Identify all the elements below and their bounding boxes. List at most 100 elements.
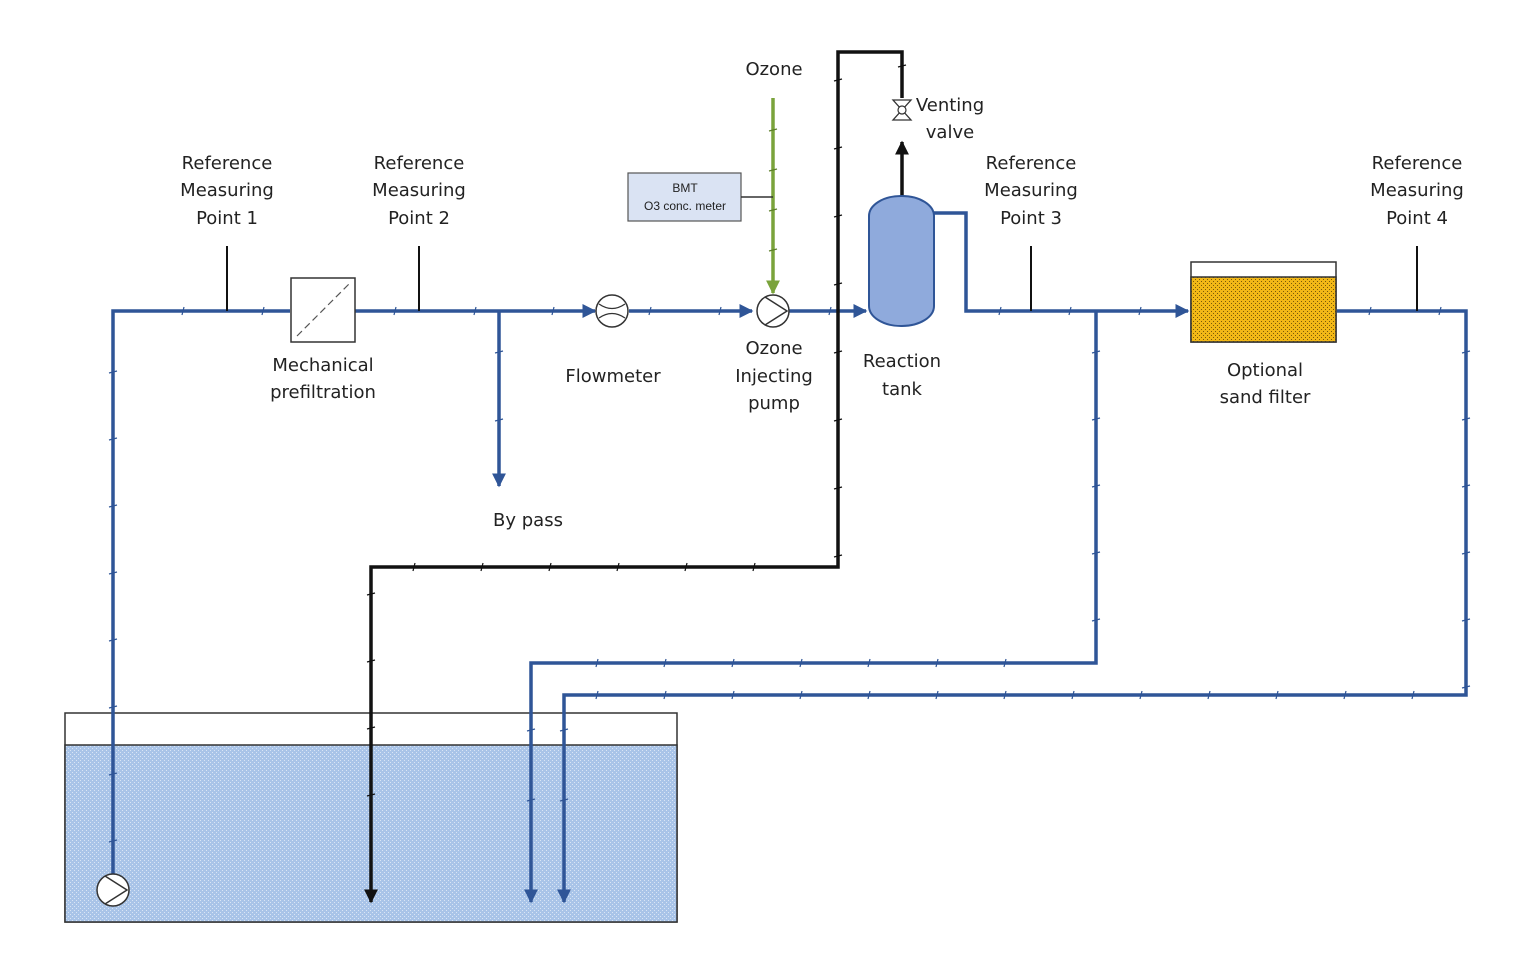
- venting-valve-label-1: Venting: [916, 95, 984, 116]
- pipe-tick: [663, 658, 667, 668]
- pipe-tick: [548, 562, 552, 572]
- pipe-tick: [768, 208, 778, 212]
- pump-label-1: Ozone: [745, 338, 802, 359]
- pipe-tick: [867, 690, 871, 700]
- pipe-tick: [526, 728, 536, 732]
- pipe-tick: [998, 306, 1002, 316]
- pipe-tick: [833, 214, 843, 218]
- pipe-tick: [833, 78, 843, 82]
- pipe-tick: [1438, 306, 1442, 316]
- pipe-tick: [108, 504, 118, 508]
- flowmeter-label: Flowmeter: [565, 366, 661, 387]
- ref-point-4-line-1: Reference: [1372, 153, 1463, 174]
- reference-probes: [226, 246, 1418, 311]
- pipe-tick: [897, 64, 907, 68]
- pipe-tick: [494, 350, 504, 354]
- pipe-tick: [1091, 350, 1101, 354]
- ref-point-3-line-1: Reference: [986, 153, 1077, 174]
- pipe-tick: [366, 793, 376, 797]
- pipe-tick: [768, 168, 778, 172]
- pipe-tick: [1461, 417, 1471, 421]
- ref-point-4-line-3: Point 4: [1386, 208, 1448, 229]
- flowmeter-icon: [595, 294, 629, 328]
- pipe-tick: [1461, 551, 1471, 555]
- sand-filter-label-1: Optional: [1227, 360, 1303, 381]
- pipe-tick: [1003, 690, 1007, 700]
- pipe-tick: [935, 690, 939, 700]
- reaction-tank-label-2: tank: [882, 379, 922, 400]
- pipe-tick: [595, 690, 599, 700]
- venting-gas-line: [364, 50, 909, 904]
- pipe-tick: [833, 486, 843, 490]
- ref-point-2-line-1: Reference: [374, 153, 465, 174]
- tank-pump-icon: [96, 873, 130, 907]
- ref-point-1-line-2: Measuring: [180, 180, 274, 201]
- pipe-tick: [1461, 618, 1471, 622]
- pipe-tick: [181, 306, 185, 316]
- pipe-tick: [494, 418, 504, 422]
- mechanical-prefiltration-icon: [290, 277, 356, 343]
- venting-valve-label-2: valve: [926, 122, 974, 143]
- pipe-tick: [551, 306, 555, 316]
- pipe-tick: [1091, 551, 1101, 555]
- pipe-tick: [1071, 690, 1075, 700]
- pipe-tick: [799, 690, 803, 700]
- pipe-tick: [108, 370, 118, 374]
- pipe-tick: [393, 306, 397, 316]
- pipe-tick: [559, 728, 569, 732]
- pipe-tick: [663, 690, 667, 700]
- pipe-tick: [1461, 350, 1471, 354]
- ref-point-4-line-2: Measuring: [1370, 180, 1464, 201]
- pipe-tick: [833, 350, 843, 354]
- mechanical-label-1: Mechanical: [272, 355, 373, 376]
- pipe-tick: [1091, 417, 1101, 421]
- pipe-tick: [752, 562, 756, 572]
- pipe-tick: [768, 128, 778, 132]
- pipe-tick: [108, 638, 118, 642]
- pipe-tick: [1091, 618, 1101, 622]
- reaction-tank-label-1: Reaction: [863, 351, 941, 372]
- ozone-input-label: Ozone: [745, 59, 802, 80]
- ref-point-1-line-1: Reference: [182, 153, 273, 174]
- pipe-tick: [1207, 690, 1211, 700]
- pump-label-3: pump: [748, 393, 800, 414]
- ref-point-3-line-2: Measuring: [984, 180, 1078, 201]
- pipe-tick: [1411, 690, 1415, 700]
- pipe-tick: [108, 772, 118, 776]
- pipe-tick: [1139, 690, 1143, 700]
- pipe-tick: [412, 562, 416, 572]
- pipe-tick: [1091, 484, 1101, 488]
- pipe-tick: [366, 659, 376, 663]
- pipe-tick: [1003, 658, 1007, 668]
- pipe-tick: [366, 592, 376, 596]
- pipe-tick: [1461, 685, 1471, 689]
- ref-point-3-line-3: Point 3: [1000, 208, 1062, 229]
- pipe-tick: [833, 418, 843, 422]
- ref-point-2-line-2: Measuring: [372, 180, 466, 201]
- venting-valve-icon: [891, 99, 913, 121]
- pipe-tick: [1343, 690, 1347, 700]
- pipe-tick: [1461, 484, 1471, 488]
- pipe-tick: [799, 658, 803, 668]
- ozone-injecting-pump-icon: [756, 294, 790, 328]
- pipe-tick: [261, 306, 265, 316]
- bmt-label: BMT: [672, 181, 698, 195]
- pipe-tick: [108, 437, 118, 441]
- pipe-tick-marks: [108, 64, 1471, 843]
- bypass-label: By pass: [493, 510, 563, 531]
- pipe-tick: [1368, 306, 1372, 316]
- pipe-tick: [833, 146, 843, 150]
- pipe-tick: [559, 798, 569, 802]
- pipe-tick: [731, 690, 735, 700]
- reaction-tank-icon: [868, 195, 935, 327]
- bmt-o3-meter: BMT O3 conc. meter: [627, 172, 773, 222]
- pipe-tick: [108, 705, 118, 709]
- pipe-tick: [718, 306, 722, 316]
- pipe-tick: [684, 562, 688, 572]
- pipe-tick: [526, 798, 536, 802]
- pipe-tick: [366, 726, 376, 730]
- pipe-tick: [731, 658, 735, 668]
- pipe-tick: [833, 554, 843, 558]
- pipe-tick: [1138, 306, 1142, 316]
